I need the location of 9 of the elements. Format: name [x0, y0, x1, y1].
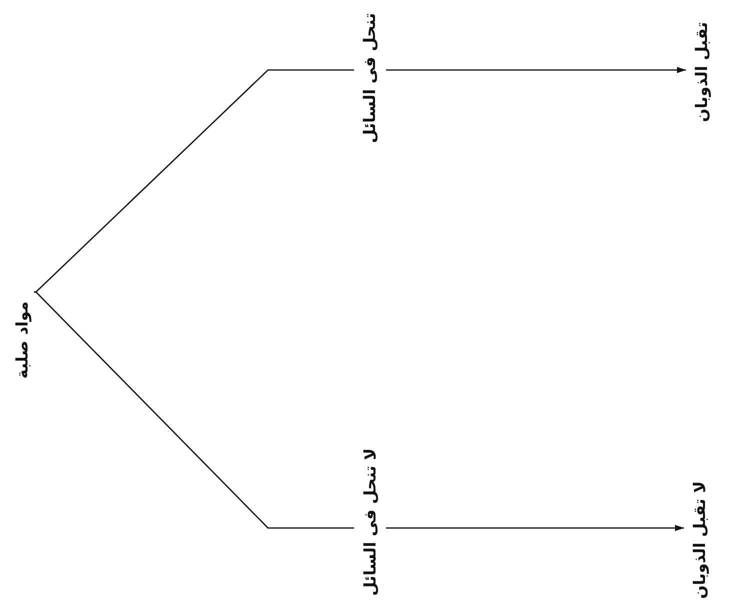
branch-label: تنحل فى السائل: [358, 3, 382, 153]
arrow: [386, 524, 684, 532]
result-label: لا تقبل الذوبان: [688, 470, 712, 610]
branch-label: لا تنحل فى السائل: [358, 440, 382, 604]
root-label: مواد صلبة: [10, 292, 34, 388]
branch-line: [34, 291, 354, 529]
branch-line: [34, 69, 354, 293]
arrow: [386, 66, 686, 74]
result-label: تقبل الذوبان: [690, 12, 714, 132]
